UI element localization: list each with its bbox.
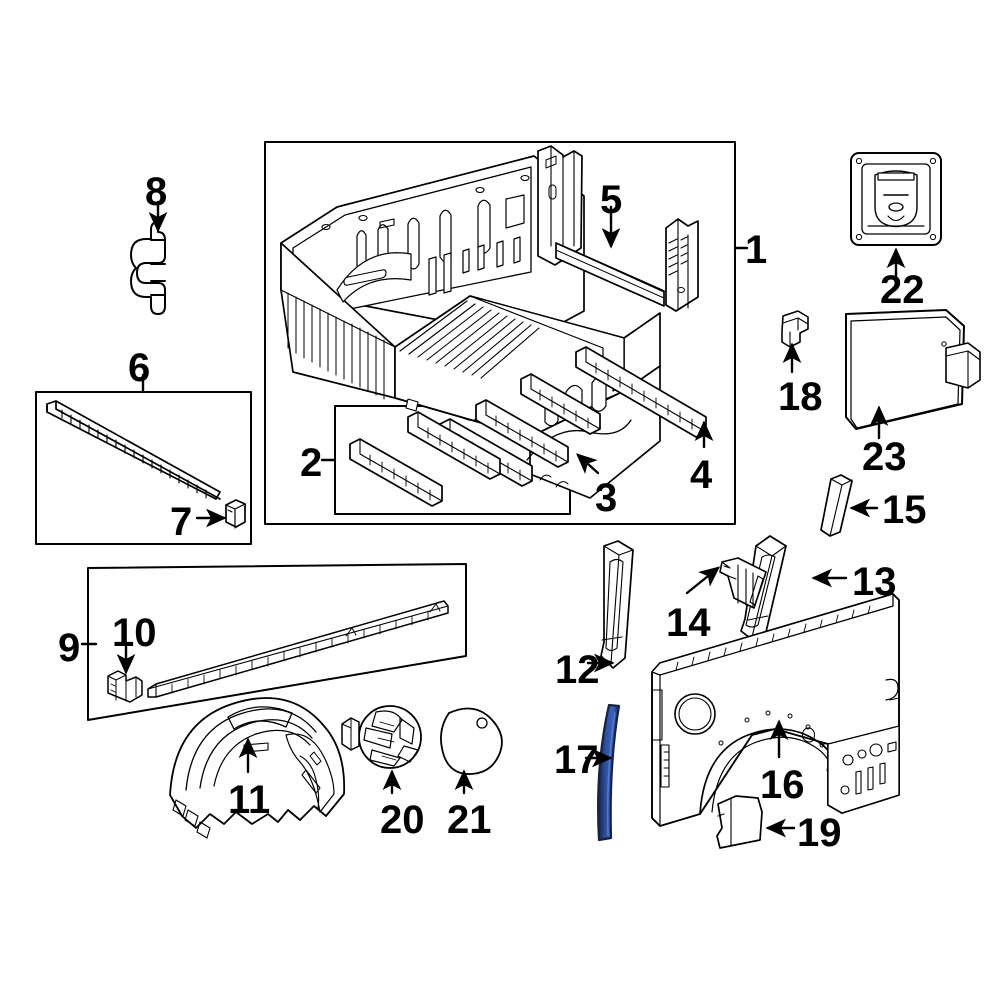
- callout-label-20[interactable]: 20: [380, 798, 425, 842]
- callout-label-7[interactable]: 7: [170, 500, 193, 544]
- callout-label-6[interactable]: 6: [128, 346, 151, 390]
- part-17-quarter-panel-reinforcement-highlighted: [597, 703, 621, 842]
- callout-label-18[interactable]: 18: [778, 375, 823, 419]
- part-23-access-cover: [845, 309, 981, 430]
- part-1-pickup-box: [280, 145, 707, 507]
- callout-label-12[interactable]: 12: [555, 648, 600, 692]
- part-20-fuel-filler-housing: [341, 705, 422, 769]
- part-3-crossmember-a: [520, 373, 601, 435]
- part-21-fuel-filler-door: [440, 707, 503, 775]
- callout-label-15[interactable]: 15: [882, 488, 927, 532]
- callout-label-17[interactable]: 17: [554, 738, 599, 782]
- part-2-crossmember-a: [407, 411, 501, 480]
- part-11-wheelhouse-liner: [169, 697, 346, 839]
- part-3-crossmember-b: [475, 399, 569, 468]
- part-19-panel-patch: [716, 795, 763, 849]
- callout-label-21[interactable]: 21: [447, 798, 492, 842]
- part-13-rear-pillar: [740, 535, 787, 642]
- part-9-rail-protector: [147, 600, 449, 698]
- part-5-right-upright: [665, 218, 699, 312]
- callout-label-3[interactable]: 3: [595, 476, 618, 520]
- part-2-crossmember-b: [349, 438, 443, 507]
- part-14-pillar-bracket: [719, 557, 767, 609]
- part-15-filler-strip: [820, 474, 853, 537]
- callout-label-13[interactable]: 13: [852, 560, 897, 604]
- callout-label-16[interactable]: 16: [760, 763, 805, 807]
- callout-label-9[interactable]: 9: [58, 626, 81, 670]
- part-16-quarter-panel: [651, 593, 900, 827]
- callout-label-1[interactable]: 1: [745, 228, 768, 272]
- part-7-moulding-clip: [225, 499, 246, 529]
- part-22-outlet-panel: [850, 152, 942, 246]
- callout-label-5[interactable]: 5: [600, 178, 623, 222]
- callout-label-22[interactable]: 22: [880, 268, 925, 312]
- part-6-bed-rail-moulding: [46, 400, 221, 500]
- callout-label-14[interactable]: 14: [666, 601, 711, 645]
- callout-label-11[interactable]: 11: [228, 778, 271, 822]
- leader-3: [576, 453, 600, 475]
- part-18-bumper-stop: [781, 310, 809, 348]
- callout-label-2[interactable]: 2: [300, 441, 323, 485]
- callout-label-8[interactable]: 8: [145, 170, 168, 214]
- callout-label-23[interactable]: 23: [862, 435, 907, 479]
- callout-label-19[interactable]: 19: [797, 811, 842, 855]
- part-5-front-panel-rail: [537, 145, 665, 307]
- part-12-front-pillar: [600, 540, 634, 669]
- part-8-bracket: [130, 221, 166, 315]
- leader-14: [685, 566, 721, 595]
- callout-label-10[interactable]: 10: [112, 611, 157, 655]
- callout-label-4[interactable]: 4: [690, 453, 713, 497]
